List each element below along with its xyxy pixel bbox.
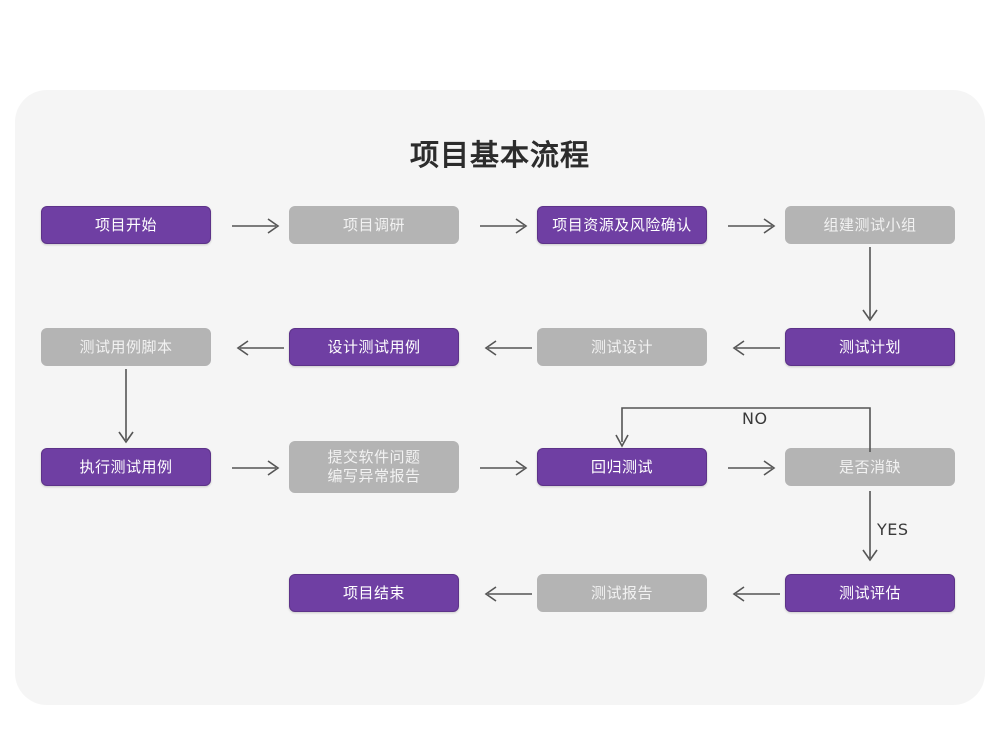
page-title: 项目基本流程 (409, 138, 590, 172)
arrow-no-feedback-loop (615, 404, 875, 456)
node-test-design[interactable]: 测试设计 (537, 328, 707, 366)
arrow-design-case-to-script (231, 338, 285, 358)
arrow-research-to-resource (479, 216, 533, 236)
node-execute-test-case[interactable]: 执行测试用例 (41, 448, 211, 486)
arrow-evaluation-to-report (727, 584, 781, 604)
arrow-execute-to-submit (231, 458, 285, 478)
node-test-case-script[interactable]: 测试用例脚本 (41, 328, 211, 366)
node-resource-risk-confirm[interactable]: 项目资源及风险确认 (537, 206, 707, 244)
edge-label-yes: YES (877, 520, 909, 539)
edge-label-no: NO (742, 409, 768, 428)
arrow-submit-to-regression (479, 458, 533, 478)
arrow-test-design-to-design-case (479, 338, 533, 358)
node-regression-test[interactable]: 回归测试 (537, 448, 707, 486)
arrow-regression-to-decision (727, 458, 781, 478)
arrow-resource-to-team (727, 216, 781, 236)
node-design-test-case[interactable]: 设计测试用例 (289, 328, 459, 366)
node-test-evaluation[interactable]: 测试评估 (785, 574, 955, 612)
node-test-plan[interactable]: 测试计划 (785, 328, 955, 366)
arrow-team-to-test-plan (860, 246, 880, 328)
arrow-yes-to-evaluation (860, 490, 880, 568)
arrow-start-to-research (231, 216, 285, 236)
node-project-research[interactable]: 项目调研 (289, 206, 459, 244)
node-form-test-team[interactable]: 组建测试小组 (785, 206, 955, 244)
node-defect-resolved-decision[interactable]: 是否消缺 (785, 448, 955, 486)
node-project-start[interactable]: 项目开始 (41, 206, 211, 244)
node-submit-issue-report[interactable]: 提交软件问题 编写异常报告 (289, 441, 459, 493)
arrow-report-to-project-end (479, 584, 533, 604)
arrow-script-to-execute (116, 368, 136, 450)
node-test-report[interactable]: 测试报告 (537, 574, 707, 612)
arrow-test-plan-to-test-design (727, 338, 781, 358)
node-project-end[interactable]: 项目结束 (289, 574, 459, 612)
flowchart-canvas: 项目基本流程 项目开始 项目调研 项目资源及风险确认 组建测试小组 测试用例脚本… (15, 90, 985, 705)
